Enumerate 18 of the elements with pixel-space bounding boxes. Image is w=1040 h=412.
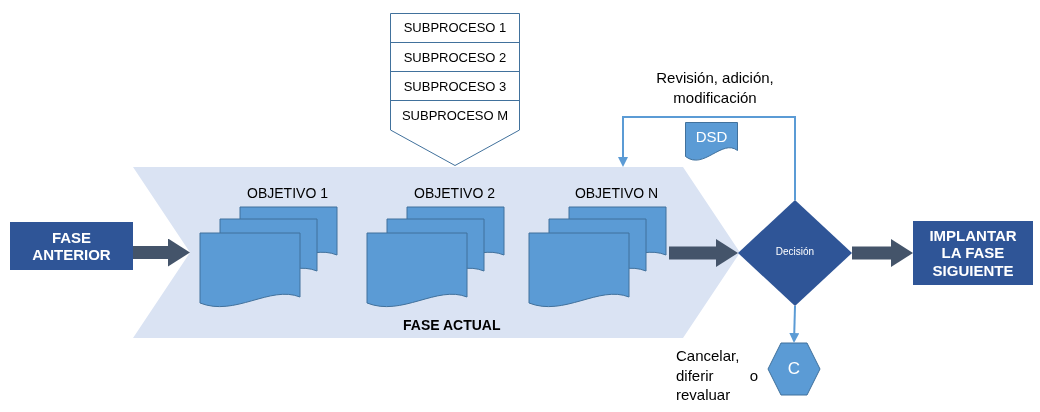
document-label: DSD <box>694 128 729 145</box>
objective-label: OBJETIVO 2 <box>413 185 496 201</box>
block-arrow <box>852 239 913 267</box>
block-arrow <box>133 238 190 267</box>
outcome-note: Cancelar, diferir o revaluar <box>676 346 758 405</box>
subprocess-row: SUBPROCESO 2 <box>390 42 520 71</box>
connector-label: C <box>786 359 802 379</box>
subprocess-row-text: SUBPROCESO 1 <box>402 19 508 37</box>
phase-label: FASE ACTUAL <box>403 317 501 333</box>
arrow <box>789 305 800 343</box>
subprocess-row: SUBPROCESO 3 <box>390 71 520 100</box>
objective-label: OBJETIVO 1 <box>246 185 329 201</box>
arrow <box>618 116 796 201</box>
phase-box: FASE ANTERIOR <box>10 222 133 270</box>
phase-box: IMPLANTAR LA FASE SIGUIENTE <box>913 221 1033 285</box>
objective-label: OBJETIVO N <box>573 185 660 201</box>
decision-label: Decisión <box>774 246 816 257</box>
subprocess-row: SUBPROCESO M <box>390 100 520 129</box>
